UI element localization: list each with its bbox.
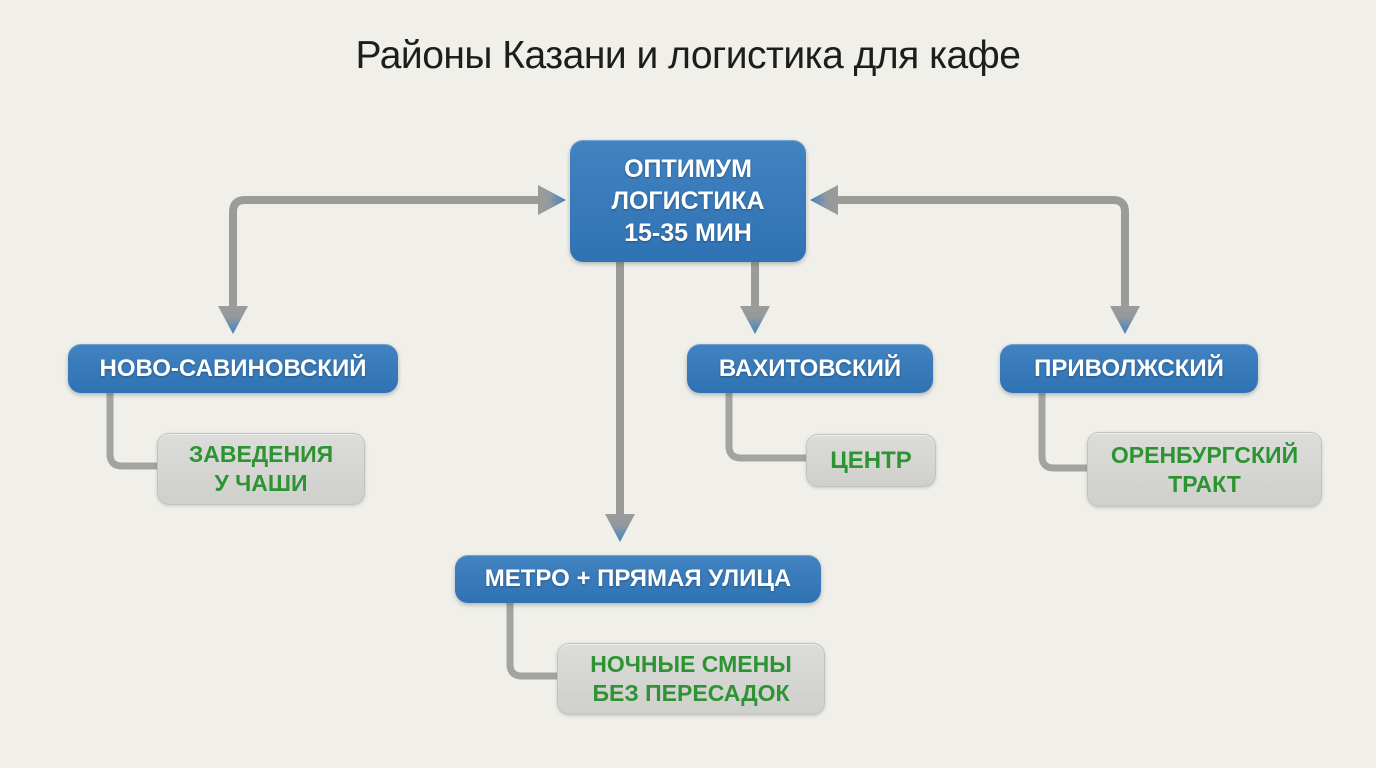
link-vakhitovsky-sub	[725, 392, 806, 462]
node-vakhitovsky: ВАХИТОВСКИЙ	[687, 344, 933, 393]
subnode-novo-savinovsky: ЗАВЕДЕНИЯ У ЧАШИ	[157, 433, 365, 505]
arrow-privolzhsky	[838, 196, 1129, 306]
arrowhead-down-icon	[1110, 306, 1140, 334]
link-privolzhsky-sub	[1038, 393, 1087, 472]
arrowhead-down-icon	[605, 514, 635, 542]
node-optimum-logistics: ОПТИМУМ ЛОГИСТИКА 15-35 МИН	[570, 140, 806, 262]
arrowhead-right-icon	[538, 185, 566, 215]
node-metro: МЕТРО + ПРЯМАЯ УЛИЦА	[455, 555, 821, 603]
arrowhead-left-icon	[810, 185, 838, 215]
subnode-privolzhsky: ОРЕНБУРГСКИЙ ТРАКТ	[1087, 432, 1322, 507]
arrow-novo-savinovsky	[229, 196, 538, 306]
arrowhead-down-icon	[218, 306, 248, 334]
arrowhead-down-icon	[740, 306, 770, 334]
page-title: Районы Казани и логистика для кафе	[355, 34, 1021, 77]
node-privolzhsky: ПРИВОЛЖСКИЙ	[1000, 344, 1258, 393]
subnode-vakhitovsky: ЦЕНТР	[806, 434, 936, 487]
link-novo-sub	[106, 392, 157, 470]
link-metro-sub	[506, 602, 557, 680]
subnode-metro: НОЧНЫЕ СМЕНЫ БЕЗ ПЕРЕСАДОК	[557, 643, 825, 715]
node-novo-savinovsky: НОВО-САВИНОВСКИЙ	[68, 344, 398, 393]
